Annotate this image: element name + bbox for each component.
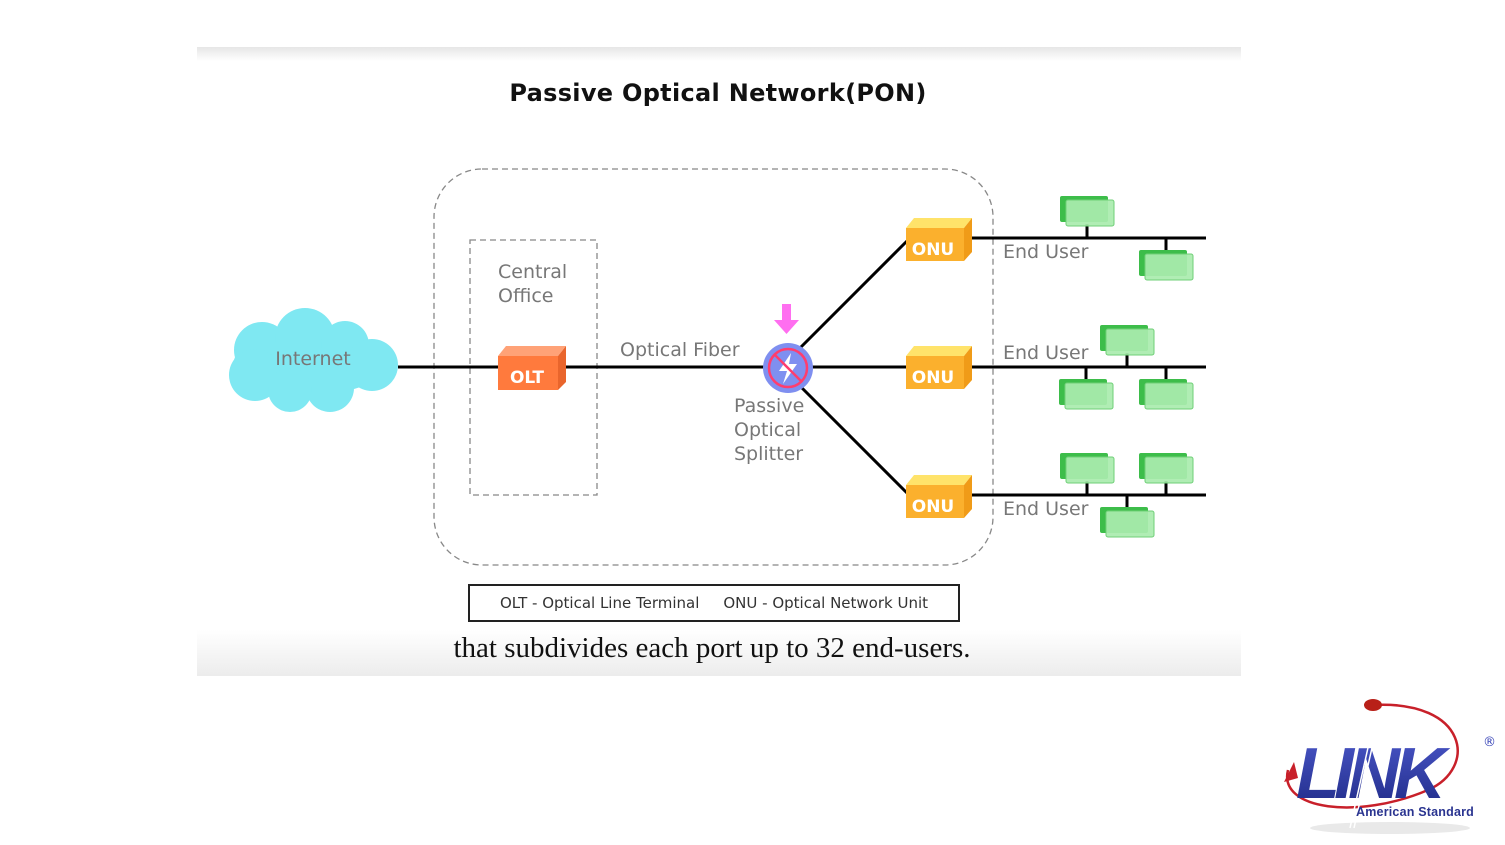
logo-brand: LINK (1296, 734, 1451, 814)
end-user-group (1059, 196, 1194, 538)
legend-onu: ONU - Optical Network Unit (723, 594, 929, 612)
slide-top-shade (197, 47, 1241, 61)
end-user-screen-icon (1105, 510, 1155, 538)
end-user-screen-icon (1144, 253, 1194, 281)
splitter-label-2: Optical (734, 419, 801, 441)
onu-device-icon (906, 218, 972, 261)
onu-label-bottom: ONU (912, 497, 954, 517)
olt-device-icon (498, 346, 566, 390)
logo-shadow (1310, 822, 1470, 834)
splitter-label-3: Splitter (734, 443, 803, 465)
slide-caption: that subdivides each port up to 32 end-u… (453, 632, 971, 664)
slide-title: Passive Optical Network(PON) (509, 79, 927, 107)
onu-device-icon (906, 475, 972, 518)
fiber-branch-top (798, 236, 912, 350)
end-user-screen-icon (1144, 456, 1194, 484)
end-user-screen-icon (1105, 328, 1155, 356)
legend-box: OLT - Optical Line Terminal ONU - Optica… (468, 584, 960, 622)
optical-fiber-label: Optical Fiber (620, 339, 740, 361)
end-user-label-middle: End User (1003, 342, 1089, 364)
internet-cloud-icon (229, 308, 398, 412)
logo-orbit-icon (1285, 703, 1459, 809)
end-user-screen-icon (1064, 382, 1114, 410)
central-office-label-1: Central (498, 261, 567, 283)
registered-mark: ® (1483, 735, 1496, 750)
splitter-label-1: Passive (734, 395, 804, 417)
end-user-screen-icon (1065, 199, 1115, 227)
logo-tagline: American Standard (1356, 805, 1475, 819)
logo-arrow-icon (1284, 762, 1298, 782)
end-user-screen-icon (1065, 456, 1115, 484)
logo-ball-icon (1364, 699, 1382, 711)
onu-label-top: ONU (912, 240, 954, 260)
end-user-label-top: End User (1003, 241, 1089, 263)
end-user-screen-icon (1144, 382, 1194, 410)
olt-label: OLT (510, 368, 544, 388)
link-logo: LINK ® (1284, 699, 1496, 834)
central-office-label-2: Office (498, 285, 553, 307)
fiber-branch-bottom (798, 384, 912, 498)
passive-splitter-icon (763, 304, 813, 393)
onu-device-icon (906, 346, 972, 389)
internet-label: Internet (275, 348, 350, 370)
legend-olt: OLT - Optical Line Terminal (499, 594, 700, 612)
end-user-label-bottom: End User (1003, 498, 1089, 520)
slide-bottom-shade (197, 630, 1241, 676)
onu-label-middle: ONU (912, 368, 954, 388)
